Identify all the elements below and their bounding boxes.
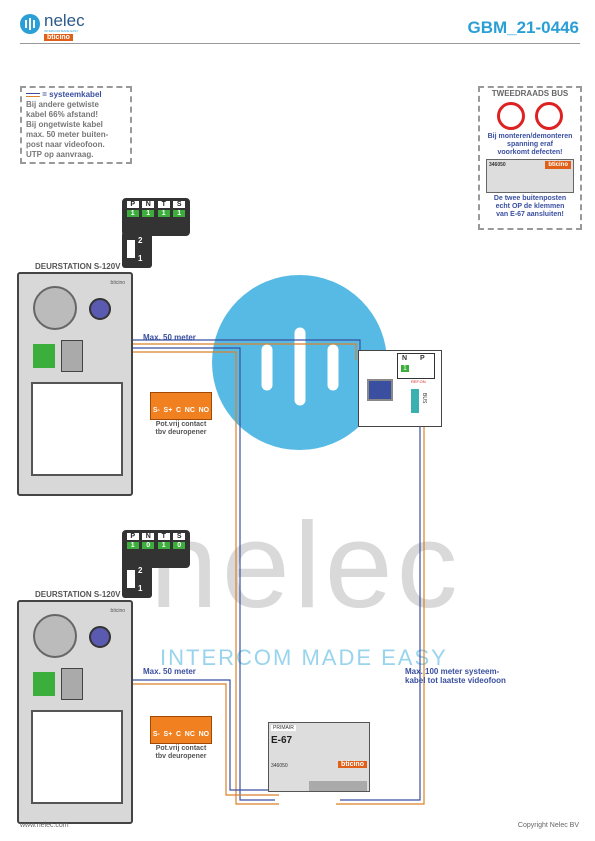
- jumper-switch: 2 1: [122, 232, 152, 268]
- dip-label: T: [157, 201, 170, 208]
- warning-line: Bij monteren/demonteren: [487, 133, 573, 140]
- logo-name: nelec: [44, 11, 85, 30]
- note-line: Bij ongetwiste kabel: [26, 120, 103, 129]
- speaker-icon: [89, 626, 111, 648]
- warning-line: spanning eraf: [507, 141, 553, 148]
- watermark-word: nelec: [150, 497, 462, 633]
- note-line: max. 50 meter buiten-: [26, 130, 109, 139]
- door-station: bticino: [17, 600, 133, 824]
- dip-value: 1: [126, 542, 139, 549]
- dip-switches: P N T S 1 1 1 1: [122, 198, 190, 236]
- terminal-block: [33, 672, 55, 696]
- dip-label: S: [173, 533, 186, 540]
- dip-value: 0: [173, 542, 186, 549]
- contact-note: Pot.vrij contact tbv deuropener: [155, 745, 207, 760]
- supply-terminals: [309, 781, 367, 791]
- dip-value: 1: [157, 542, 170, 549]
- dip-value: 1: [126, 210, 139, 217]
- supply-model: E-67: [271, 735, 293, 746]
- switch-label: 1: [138, 254, 143, 263]
- terminal-block: [33, 344, 55, 368]
- note-line: Bij andere getwiste: [26, 100, 99, 109]
- supply-brand: bticino: [338, 761, 367, 768]
- monitor-term-label: REF.ON: [411, 379, 426, 384]
- dip-switches: P N T S 1 0 1 0: [122, 530, 190, 568]
- dip-label: P: [126, 201, 139, 208]
- dip-label: P: [126, 533, 139, 540]
- door-station: bticino: [17, 272, 133, 496]
- note-line: UTP op aanvraag.: [26, 150, 94, 159]
- dip-value: 0: [142, 542, 155, 549]
- note-line: post naar videofoon.: [26, 140, 105, 149]
- switch-label: 2: [138, 236, 143, 245]
- relay-module: S- S+ C NC NO: [150, 716, 212, 744]
- station-title: DEURSTATION S-120V: [35, 590, 121, 599]
- monitor-terminal: [411, 389, 419, 413]
- dip-value: 1: [142, 210, 155, 217]
- monitor-dip: N P 1: [397, 353, 435, 379]
- warning-line: voorkomt defecten!: [497, 149, 563, 156]
- no-plug-icon: [497, 102, 526, 130]
- warning-footer-line: van E-67 aansluiten!: [496, 211, 564, 218]
- dip-label: N: [142, 533, 155, 540]
- button-frame: [31, 710, 123, 804]
- power-supply: PRIMAIR E-67 346050 bticino: [268, 722, 370, 792]
- cable-legend-icon: [26, 92, 40, 97]
- brand: bticino: [110, 280, 125, 286]
- monitor-unit: N P 1 REF.ON BUS: [358, 350, 442, 427]
- logo-mark-icon: [20, 14, 40, 34]
- brand: bticino: [110, 608, 125, 614]
- header-divider: [20, 43, 580, 44]
- dip-label: T: [157, 533, 170, 540]
- terminal-strip: [61, 340, 83, 372]
- button-frame: [31, 382, 123, 476]
- speaker-icon: [89, 298, 111, 320]
- bus-warning: TWEEDRAADS BUS Bij monteren/demonteren s…: [478, 86, 582, 230]
- warning-footer-line: De twee buitenposten: [493, 195, 567, 202]
- footer-copyright: Copyright Nelec BV: [517, 822, 579, 829]
- monitor-screen-icon: [367, 379, 393, 401]
- cable-legend: = systeemkabel: [26, 90, 126, 100]
- max-distance-label: Max. 50 meter: [143, 667, 196, 676]
- cable-note: = systeemkabel Bij andere getwiste kabel…: [20, 86, 132, 164]
- watermark-tagline: INTERCOM MADE EASY: [160, 645, 448, 670]
- warning-footer-line: echt OP de klemmen: [495, 203, 565, 210]
- document-number: GBM_21-0446: [467, 18, 579, 37]
- no-power-icon: [534, 102, 563, 130]
- switch-knob: [127, 240, 135, 258]
- terminal-strip: [61, 668, 83, 700]
- switch-label: 2: [138, 566, 143, 575]
- dip-label: S: [173, 201, 186, 208]
- switch-knob: [127, 570, 135, 588]
- logo: nelec INTERCOM MADE EASY bticino: [20, 11, 100, 44]
- warning-title: TWEEDRAADS BUS: [491, 89, 569, 98]
- relay-module: S- S+ C NC NO: [150, 392, 212, 420]
- monitor-bus-label: BUS: [421, 393, 427, 404]
- max-100-label: Max. 100 meter systeem- kabel tot laatst…: [405, 667, 506, 685]
- dip-value: 1: [157, 210, 170, 217]
- max-distance-label: Max. 50 meter: [143, 333, 196, 342]
- logo-brand: bticino: [44, 34, 73, 41]
- dip-value: 1: [173, 210, 186, 217]
- contact-note: Pot.vrij contact tbv deuropener: [155, 421, 207, 436]
- camera-icon: [33, 614, 77, 658]
- supply-tag: PRIMAIR: [271, 725, 296, 731]
- switch-label: 1: [138, 584, 143, 593]
- logo-tagline: INTERCOM MADE EASY: [44, 29, 79, 33]
- supply-code: 346050: [271, 763, 288, 769]
- dip-label: N: [142, 201, 155, 208]
- jumper-switch: 2 1: [122, 562, 152, 598]
- note-line: kabel 66% afstand!: [26, 110, 99, 119]
- camera-icon: [33, 286, 77, 330]
- warning-module: 346050 bticino: [486, 159, 574, 193]
- station-title: DEURSTATION S-120V: [35, 262, 121, 271]
- footer-url: www.nelec.com: [20, 822, 69, 829]
